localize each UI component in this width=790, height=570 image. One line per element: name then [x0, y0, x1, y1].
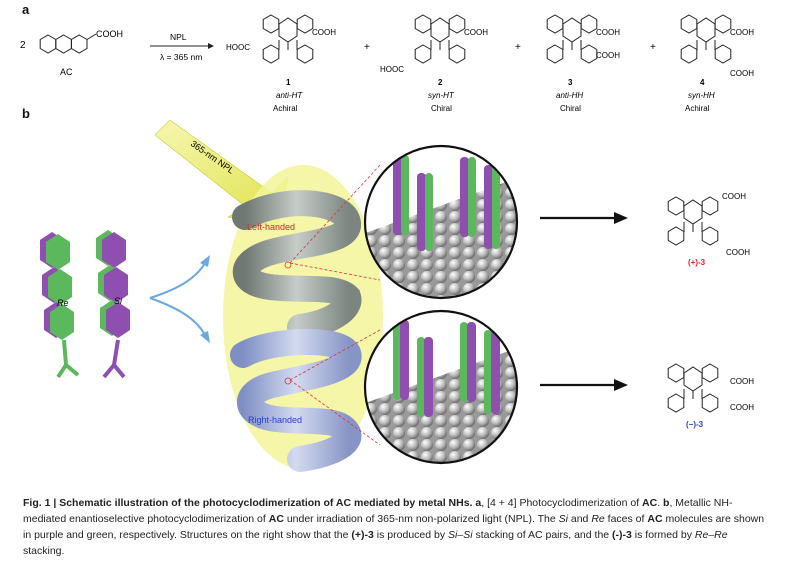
- reactant-name: AC: [60, 67, 73, 77]
- zoom-spot-bottom: [284, 377, 292, 385]
- caption-a-ac: AC: [642, 497, 658, 509]
- product-4-group-a: COOH: [730, 28, 754, 37]
- magnified-surface-top: [365, 146, 517, 298]
- product-1-group-a: COOH: [312, 28, 336, 37]
- product-3-chirality: Chiral: [560, 104, 581, 113]
- reactant-coefficient: 2: [20, 40, 26, 51]
- si-face-molecule: [96, 230, 130, 379]
- caption-prefix: Fig. 1 |: [23, 497, 60, 509]
- caption-title: Schematic illustration of the photocyclo…: [59, 497, 473, 509]
- right-handed-helix: [230, 328, 362, 472]
- left-handed-label: Left-handed: [247, 222, 295, 232]
- caption-b: b: [660, 497, 670, 509]
- reaction-arrowhead: [208, 43, 214, 49]
- caption-plus3: (+)-3: [351, 529, 374, 541]
- product-3-isomer: anti-HH: [556, 91, 583, 100]
- product-3-group-b: COOH: [596, 51, 620, 60]
- product-2-number: 2: [438, 78, 443, 87]
- panel-b-scheme: 365-nm NPL Left-handed Right-handed: [40, 119, 754, 472]
- minus3-structure: [668, 364, 718, 412]
- panel-b-label: b: [22, 106, 30, 121]
- product-2-structure: [415, 15, 465, 63]
- stacked-molecules-top: [393, 155, 500, 251]
- product-4-number: 4: [700, 78, 705, 87]
- plus3-group-b: COOH: [726, 248, 750, 257]
- caption-b-text8: stacking.: [23, 545, 65, 557]
- product-1-isomer: anti-HT: [276, 91, 303, 100]
- product-3-structure: [547, 15, 597, 63]
- caption-b-text1: , Metallic NH-mediated enantioselective …: [23, 497, 733, 525]
- reactant-group: COOH: [96, 29, 123, 39]
- minus3-label: (−)-3: [686, 420, 704, 429]
- product-2-group-a: COOH: [464, 28, 488, 37]
- product-1-structure: [263, 15, 313, 63]
- si-face-label: Si: [114, 296, 123, 306]
- caption-minus3: (-)-3: [612, 529, 632, 541]
- caption-a-text: , [4 + 4] Photocyclodimerization of: [481, 497, 643, 509]
- caption-b-text7: is formed by: [631, 529, 695, 541]
- product-4-structure: [681, 15, 731, 63]
- product-3-number: 3: [568, 78, 573, 87]
- plus3-label: (+)-3: [688, 258, 706, 267]
- product-2-isomer: syn-HT: [428, 91, 455, 100]
- anthracene-structure: [39, 33, 97, 54]
- plus-sign-1: +: [364, 42, 370, 53]
- product-1-group-b: HOOC: [226, 43, 250, 52]
- plus3-structure: [668, 197, 718, 245]
- product-1-number: 1: [286, 78, 291, 87]
- product-4-group-b: COOH: [730, 69, 754, 78]
- figure-caption: Fig. 1 | Schematic illustration of the p…: [23, 495, 768, 559]
- caption-b-ac2: AC: [647, 513, 663, 525]
- caption-si: Si: [558, 513, 568, 525]
- caption-a-dot: .: [657, 497, 661, 509]
- caption-and: and: [567, 513, 592, 525]
- magnifier-ring-top: [363, 144, 519, 300]
- re-face-molecule: [40, 232, 80, 379]
- plus-sign-3: +: [650, 42, 656, 53]
- caption-b-text6: stacking of AC pairs, and the: [472, 529, 613, 541]
- stacked-molecules-bottom: [393, 320, 500, 417]
- caption-a: a: [472, 497, 482, 509]
- product-4-isomer: syn-HH: [688, 91, 715, 100]
- product-2-chirality: Chiral: [431, 104, 452, 113]
- product-4-chirality: Achiral: [685, 104, 710, 113]
- magnified-surface-bottom: [365, 311, 517, 463]
- product-2-group-b: HOOC: [380, 65, 404, 74]
- product-1-chirality: Achiral: [273, 104, 298, 113]
- caption-re: Re: [591, 513, 605, 525]
- arrow-bottom-label: λ = 365 nm: [160, 52, 202, 62]
- re-face-label: Re: [57, 298, 69, 308]
- plus3-group-a: COOH: [722, 192, 746, 201]
- plus-sign-2: +: [515, 42, 521, 53]
- caption-sisi: Si–Si: [448, 529, 473, 541]
- minus3-group-b: COOH: [730, 403, 754, 412]
- arrow-to-minus3-head: [614, 379, 628, 391]
- magnifier-ring-bottom: [363, 309, 519, 465]
- panel-a-scheme: 2 COOH AC NPL λ = 365 nm COOH HOOC 1 ant…: [20, 0, 754, 113]
- caption-b-text3: faces of: [604, 513, 648, 525]
- arrow-to-plus3-head: [614, 212, 628, 224]
- zoom-lines: [289, 164, 381, 446]
- caption-b-text2: under irradiation of 365-nm non-polarize…: [283, 513, 559, 525]
- right-handed-label: Right-handed: [248, 415, 302, 425]
- panel-a-label: a: [22, 2, 30, 17]
- caption-b-text5: is produced by: [373, 529, 449, 541]
- caption-b-text4: molecules are shown in purple and green,…: [23, 513, 765, 541]
- blue-split-arrows: [149, 255, 210, 343]
- caption-rere: Re–Re: [694, 529, 728, 541]
- arrow-top-label: NPL: [170, 32, 187, 42]
- caption-b-ac: AC: [268, 513, 284, 525]
- product-3-group-a: COOH: [596, 28, 620, 37]
- minus3-group-a: COOH: [730, 377, 754, 386]
- zoom-spot-top: [284, 261, 292, 269]
